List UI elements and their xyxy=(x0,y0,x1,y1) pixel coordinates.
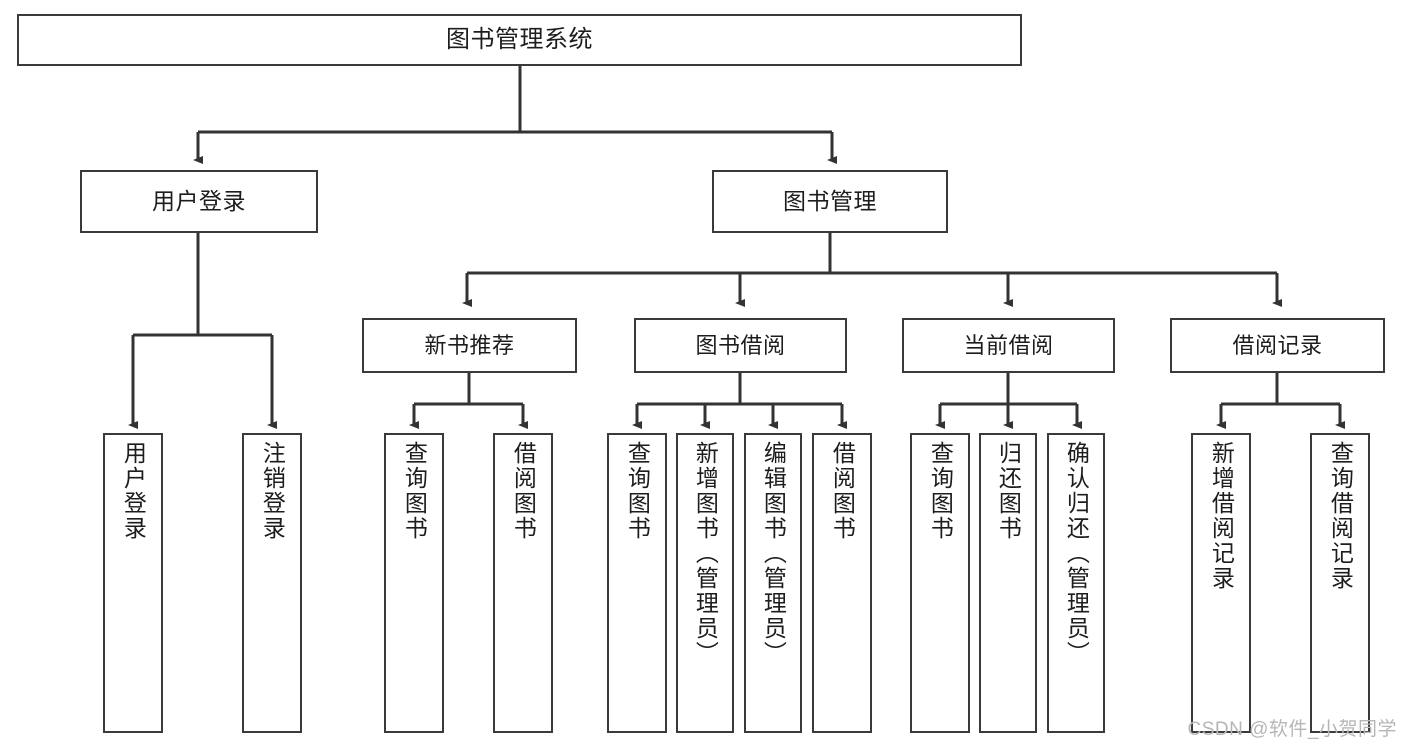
leaf-confirm-return-admin-label: 确认归还（管理员） xyxy=(1063,441,1090,666)
leaf-query-book-recommend[interactable]: 查询图书 xyxy=(384,433,444,733)
leaf-add-borrow-record[interactable]: 新增借阅记录 xyxy=(1191,433,1251,733)
node-user-login-label: 用户登录 xyxy=(152,187,246,214)
leaf-add-borrow-record-label: 新增借阅记录 xyxy=(1208,441,1235,591)
node-book-management-label: 图书管理 xyxy=(783,187,877,214)
leaf-query-book[interactable]: 查询图书 xyxy=(607,433,667,733)
leaf-return-book[interactable]: 归还图书 xyxy=(979,433,1037,733)
leaf-edit-book-admin-label: 编辑图书（管理员） xyxy=(760,441,787,666)
leaf-borrow-book-recommend-label: 借阅图书 xyxy=(510,441,537,541)
node-current-borrow[interactable]: 当前借阅 xyxy=(902,318,1115,373)
leaf-query-book-recommend-label: 查询图书 xyxy=(401,441,428,541)
leaf-confirm-return-admin[interactable]: 确认归还（管理员） xyxy=(1047,433,1105,733)
node-user-login[interactable]: 用户登录 xyxy=(80,170,318,233)
watermark: CSDN @软件_小贺同学 xyxy=(1187,719,1397,740)
node-root-label: 图书管理系统 xyxy=(446,25,593,53)
node-book-management[interactable]: 图书管理 xyxy=(712,170,948,233)
leaf-borrow-book-label: 借阅图书 xyxy=(829,441,856,541)
leaf-add-book-admin-label: 新增图书（管理员） xyxy=(692,441,719,666)
leaf-edit-book-admin[interactable]: 编辑图书（管理员） xyxy=(744,433,802,733)
leaf-query-borrow-record[interactable]: 查询借阅记录 xyxy=(1310,433,1370,733)
node-book-borrow-label: 图书借阅 xyxy=(695,332,786,358)
leaf-user-login[interactable]: 用户登录 xyxy=(103,433,163,733)
leaf-logout-label: 注销登录 xyxy=(259,441,286,541)
leaf-query-book-current-label: 查询图书 xyxy=(927,441,954,541)
leaf-borrow-book-recommend[interactable]: 借阅图书 xyxy=(493,433,553,733)
node-borrow-record[interactable]: 借阅记录 xyxy=(1170,318,1385,373)
leaf-borrow-book[interactable]: 借阅图书 xyxy=(812,433,872,733)
node-book-borrow[interactable]: 图书借阅 xyxy=(634,318,847,373)
leaf-logout[interactable]: 注销登录 xyxy=(242,433,302,733)
node-new-book-recommend[interactable]: 新书推荐 xyxy=(362,318,577,373)
leaf-return-book-label: 归还图书 xyxy=(995,441,1022,541)
leaf-add-book-admin[interactable]: 新增图书（管理员） xyxy=(676,433,734,733)
node-root[interactable]: 图书管理系统 xyxy=(17,14,1022,66)
leaf-query-book-label: 查询图书 xyxy=(624,441,651,541)
leaf-query-borrow-record-label: 查询借阅记录 xyxy=(1327,441,1354,591)
node-borrow-record-label: 借阅记录 xyxy=(1232,332,1323,358)
leaf-query-book-current[interactable]: 查询图书 xyxy=(910,433,970,733)
node-new-book-recommend-label: 新书推荐 xyxy=(424,332,515,358)
leaf-user-login-label: 用户登录 xyxy=(120,441,147,541)
node-current-borrow-label: 当前借阅 xyxy=(963,332,1054,358)
